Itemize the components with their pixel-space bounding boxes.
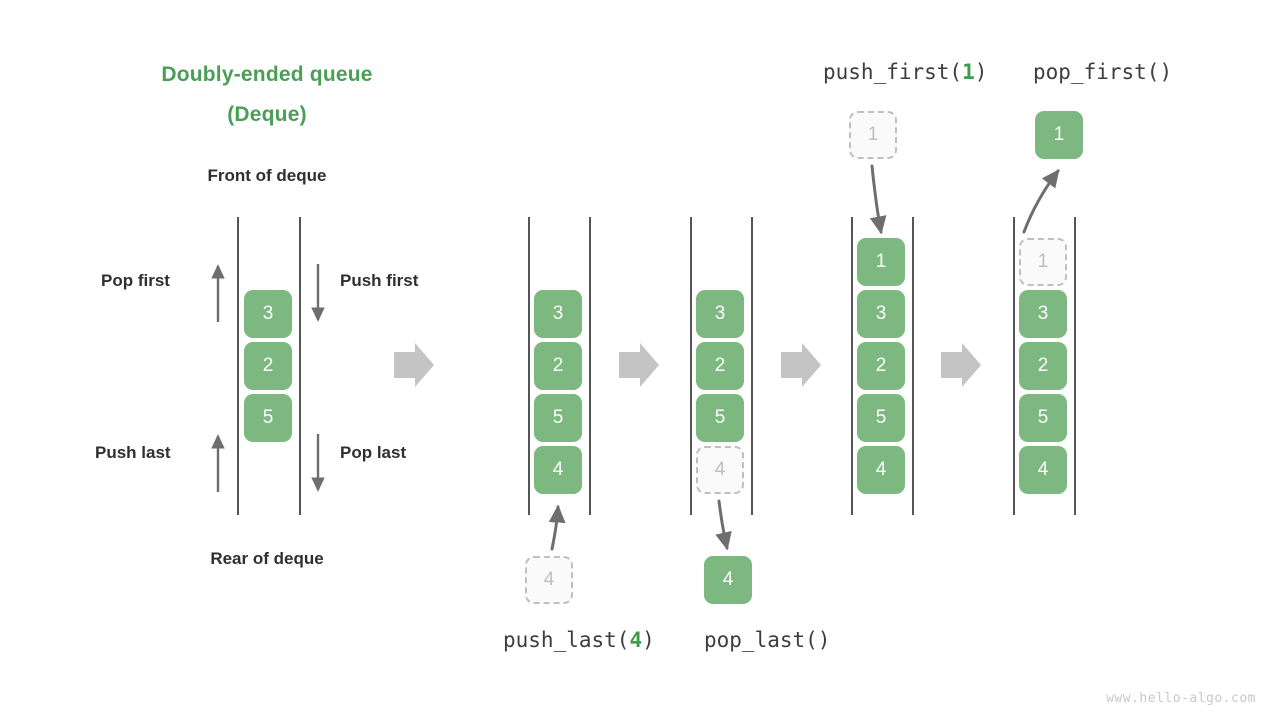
pop-first-motion-arrow <box>1022 169 1060 234</box>
op-pop-last-caption: pop_last() <box>704 628 830 652</box>
flow-arrow <box>619 343 659 387</box>
diagram-title-line2: (Deque) <box>227 103 307 126</box>
deque-cell: 2 <box>1019 342 1067 390</box>
deque-cell: 4 <box>534 446 582 494</box>
flow-arrow <box>394 343 434 387</box>
op-push-last-caption: push_last(4) <box>503 628 655 652</box>
deque-cell: 3 <box>696 290 744 338</box>
deque-rail-right-p3 <box>751 217 753 515</box>
op-pop-first-name: pop_first( <box>1033 60 1160 84</box>
op-push-first-arg: 1 <box>962 60 975 84</box>
watermark: www.hello-algo.com <box>1106 691 1256 706</box>
floating-ghost-cell-push-first: 1 <box>849 111 897 159</box>
floating-cell-pop-first: 1 <box>1035 111 1083 159</box>
deque-rail-left-p2 <box>528 217 530 515</box>
deque-cell: 1 <box>857 238 905 286</box>
rear-of-deque-label: Rear of deque <box>210 549 324 568</box>
deque-rail-right-overview <box>299 217 301 515</box>
floating-cell-pop-last: 4 <box>704 556 752 604</box>
deque-cell: 5 <box>244 394 292 442</box>
deque-cell: 3 <box>534 290 582 338</box>
deque-rail-left-p5 <box>1013 217 1015 515</box>
op-push-first-close: ) <box>974 60 988 84</box>
pop-last-motion-arrow <box>715 499 732 551</box>
push-first-motion-arrow <box>869 164 887 235</box>
deque-cell: 2 <box>857 342 905 390</box>
deque-cell: 5 <box>534 394 582 442</box>
deque-rail-right-p2 <box>589 217 591 515</box>
deque-cell: 5 <box>857 394 905 442</box>
op-pop-last-name: pop_last( <box>704 628 818 652</box>
pop-last-label: Pop last <box>340 443 407 462</box>
deque-cell: 3 <box>1019 290 1067 338</box>
op-pop-first-caption: pop_first() <box>1033 60 1172 84</box>
op-push-first-name: push_first( <box>823 60 963 84</box>
deque-rail-left-overview <box>237 217 239 515</box>
flow-arrow <box>941 343 981 387</box>
deque-rail-left-p3 <box>690 217 692 515</box>
deque-cell: 2 <box>696 342 744 390</box>
deque-cell: 2 <box>534 342 582 390</box>
deque-rail-left-p4 <box>851 217 853 515</box>
pop-first-label: Pop first <box>101 271 170 290</box>
op-push-first-caption: push_first(1) <box>823 60 987 84</box>
op-pop-last-close: ) <box>817 628 831 652</box>
deque-rail-right-p4 <box>912 217 914 515</box>
deque-cell: 3 <box>857 290 905 338</box>
diagram-title-line1: Doubly-ended queue <box>161 63 373 86</box>
deque-cell: 4 <box>1019 446 1067 494</box>
push-first-label: Push first <box>340 271 419 290</box>
push-last-motion-arrow <box>548 504 566 551</box>
op-push-last-arg: 4 <box>629 628 643 652</box>
deque-cell-ghost: 4 <box>696 446 744 494</box>
flow-arrow <box>781 343 821 387</box>
front-of-deque-label: Front of deque <box>207 166 327 185</box>
push-last-label: Push last <box>95 443 171 462</box>
deque-cell: 4 <box>857 446 905 494</box>
deque-cell: 2 <box>244 342 292 390</box>
deque-cell: 5 <box>696 394 744 442</box>
deque-cell: 3 <box>244 290 292 338</box>
deque-cell-ghost: 1 <box>1019 238 1067 286</box>
op-push-last-name: push_last( <box>503 628 630 652</box>
deque-cell: 5 <box>1019 394 1067 442</box>
deque-rail-right-p5 <box>1074 217 1076 515</box>
floating-ghost-cell-push-last: 4 <box>525 556 573 604</box>
op-pop-first-close: ) <box>1159 60 1173 84</box>
op-push-last-close: ) <box>642 628 655 652</box>
